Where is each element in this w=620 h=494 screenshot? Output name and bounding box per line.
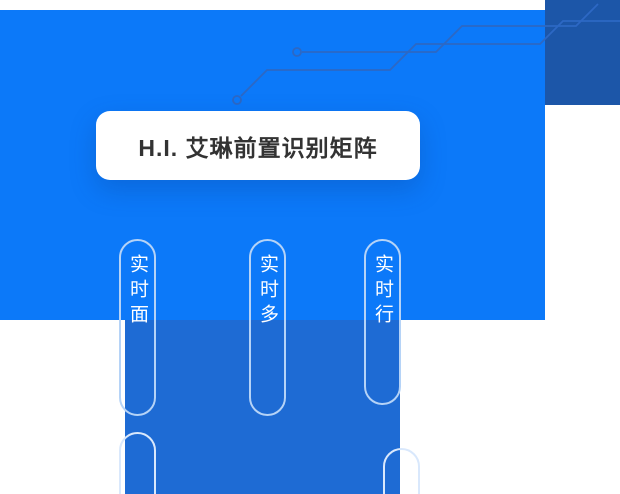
decorative-pill-outline (119, 432, 156, 494)
corner-accent-block (545, 0, 620, 105)
title-card: H.I. 艾琳前置识别矩阵 (96, 111, 420, 180)
feature-pill-label: 实时多 (257, 254, 278, 329)
feature-pill-label: 实时面 (127, 254, 148, 329)
feature-pill-face: 实时面 (119, 239, 156, 416)
feature-pill-behavior: 实时行 (364, 239, 401, 405)
page-title: H.I. 艾琳前置识别矩阵 (138, 134, 378, 161)
feature-pill-label: 实时行 (372, 254, 393, 329)
feature-pill-multi: 实时多 (249, 239, 286, 416)
decorative-pill-outline (383, 448, 420, 494)
